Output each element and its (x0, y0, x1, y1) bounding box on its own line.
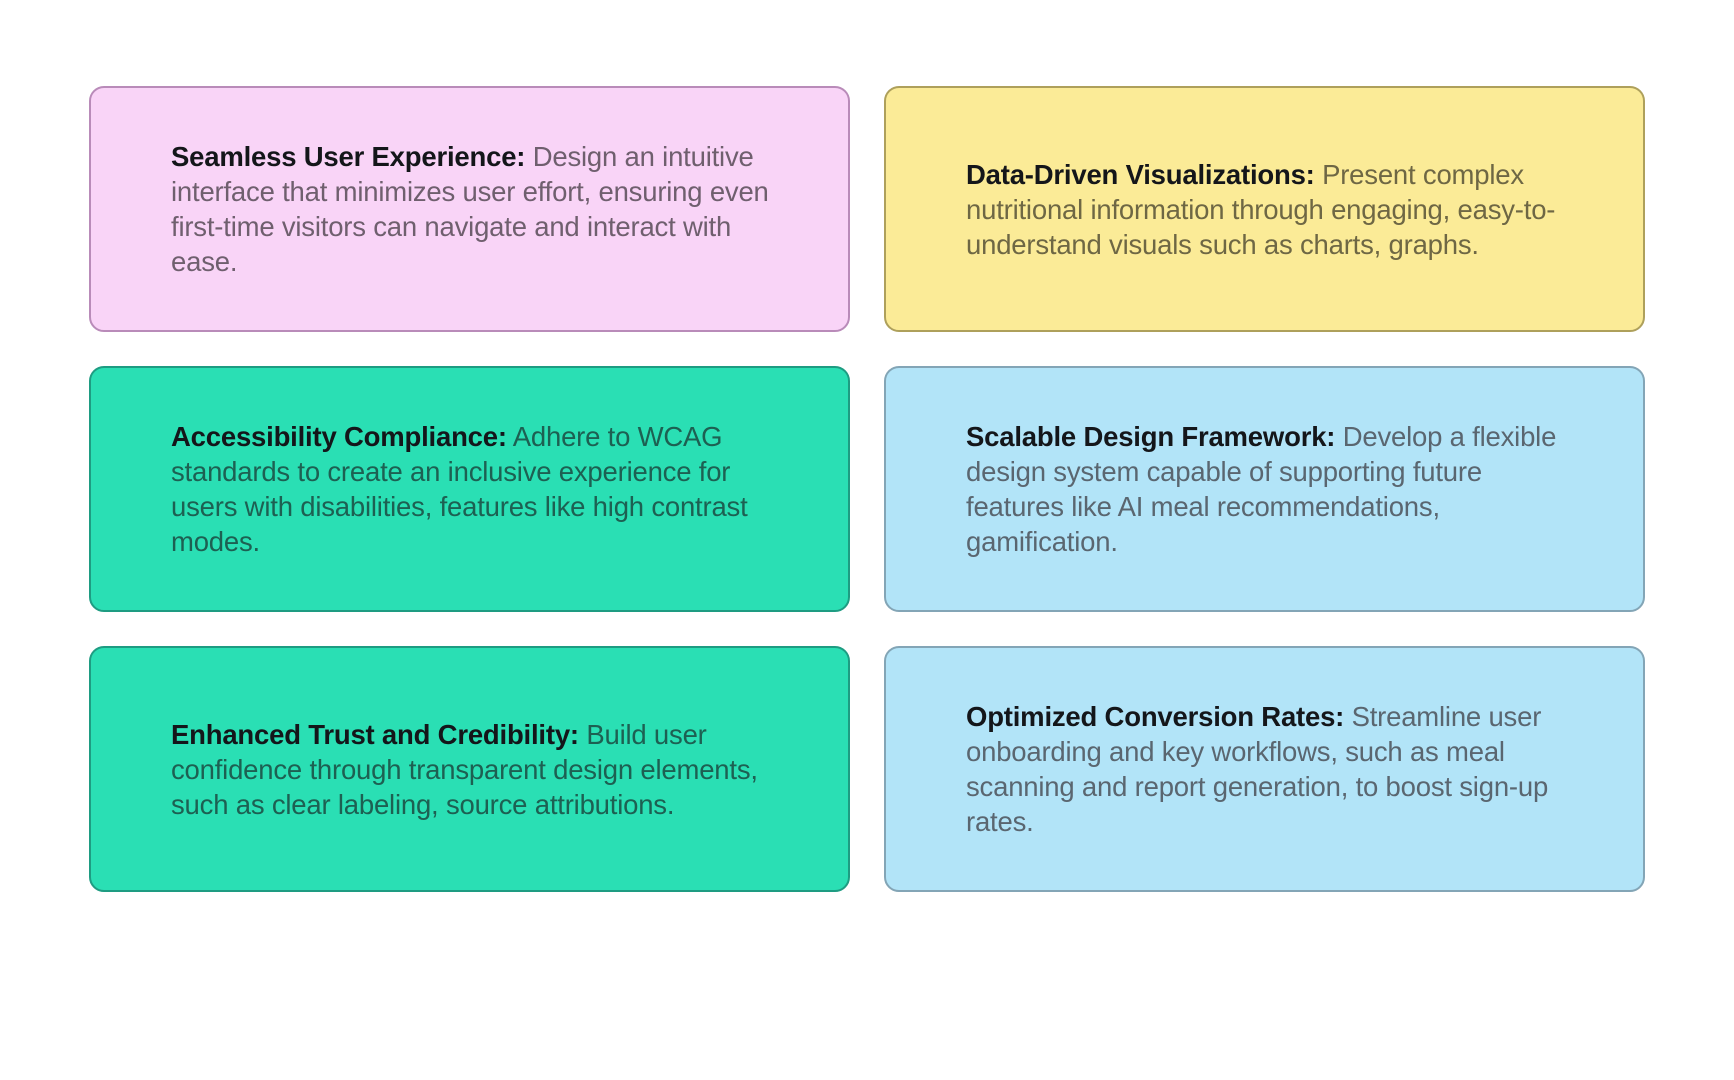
card-heading: Enhanced Trust and Credibility: (171, 718, 579, 750)
card-text: Scalable Design Framework: Develop a fle… (966, 419, 1583, 559)
card-body: Present complex nutritional information … (966, 158, 1556, 260)
card-body: Adhere to WCAG standards to create an in… (171, 421, 748, 557)
card-body: Design an intuitive interface that minim… (171, 141, 769, 277)
card-heading: Data-Driven Visualizations: (966, 158, 1315, 190)
card-heading: Seamless User Experience: (171, 141, 526, 172)
card-optimized-conversion-rates[interactable]: Optimized Conversion Rates: Streamline u… (884, 646, 1645, 892)
card-data-driven-visualizations[interactable]: Data-Driven Visualizations: Present comp… (884, 86, 1645, 332)
card-text: Seamless User Experience: Design an intu… (171, 139, 788, 279)
card-heading: Accessibility Compliance: (171, 421, 507, 452)
card-seamless-user-experience[interactable]: Seamless User Experience: Design an intu… (89, 86, 850, 332)
card-body: Streamline user onboarding and key workf… (966, 701, 1549, 837)
card-accessibility-compliance[interactable]: Accessibility Compliance: Adhere to WCAG… (89, 366, 850, 612)
card-text: Accessibility Compliance: Adhere to WCAG… (171, 419, 788, 559)
card-heading: Scalable Design Framework: (966, 421, 1336, 452)
card-body: Develop a flexible design system capable… (966, 421, 1557, 557)
card-text: Optimized Conversion Rates: Streamline u… (966, 699, 1583, 839)
card-heading: Optimized Conversion Rates: (966, 701, 1345, 732)
card-grid: Seamless User Experience: Design an intu… (89, 86, 1645, 892)
card-text: Enhanced Trust and Credibility: Build us… (171, 717, 788, 822)
card-body: Build user confidence through transparen… (171, 718, 758, 820)
card-enhanced-trust-and-credibility[interactable]: Enhanced Trust and Credibility: Build us… (89, 646, 850, 892)
card-scalable-design-framework[interactable]: Scalable Design Framework: Develop a fle… (884, 366, 1645, 612)
card-text: Data-Driven Visualizations: Present comp… (966, 157, 1583, 262)
